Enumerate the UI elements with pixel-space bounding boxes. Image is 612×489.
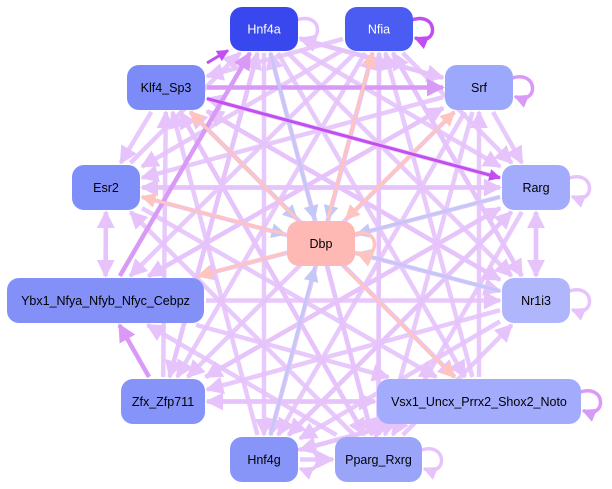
node-box[interactable] <box>230 7 298 51</box>
node-label: Dbp <box>310 237 333 251</box>
node-label: Zfx_Zfp711 <box>132 395 194 409</box>
node-box[interactable] <box>287 221 355 266</box>
node-label: Ybx1_Nfya_Nfyb_Nfyc_Cebpz <box>21 294 190 308</box>
node-rarg[interactable]: Rarg <box>502 165 570 210</box>
node-esr2[interactable]: Esr2 <box>72 165 140 210</box>
node-nr1i3[interactable]: Nr1i3 <box>502 278 570 323</box>
edge-nfia-to-pparg_rxrg <box>369 52 388 437</box>
node-nfia[interactable]: Nfia <box>345 7 413 51</box>
edge-ybx1_nfya_nfyb_nfyc_cebpz-to-hnf4a <box>117 51 252 278</box>
node-label: Nr1i3 <box>521 294 551 308</box>
node-box[interactable] <box>72 165 140 210</box>
edge-nfia-to-zfx_zfp711 <box>175 51 368 379</box>
edge-hnf4g-to-dbp <box>269 266 319 436</box>
self-loop-dbp <box>352 231 377 267</box>
node-box[interactable] <box>502 278 570 323</box>
self-loop-rarg <box>567 175 592 208</box>
edge-klf4_sp3-to-hnf4a <box>206 49 230 65</box>
edge-srf-to-rarg <box>491 110 524 165</box>
node-box[interactable] <box>445 65 513 110</box>
node-hnf4a[interactable]: Hnf4a <box>230 7 298 51</box>
edge-hnf4a-to-vsx1_uncx_prrx2_shox2_noto <box>275 51 467 379</box>
edge-nr1i3-to-dbp <box>355 249 501 293</box>
node-vsx1-uncx-prrx2-shox2-noto[interactable]: Vsx1_Uncx_Prrx2_Shox2_Noto <box>377 379 581 424</box>
node-box[interactable] <box>127 65 205 110</box>
edge-klf4_sp3-to-esr2 <box>118 110 154 165</box>
node-label: Nfia <box>368 23 390 37</box>
edge-pparg_rxrg-to-esr2 <box>128 210 356 437</box>
edge-dbp-to-ybx1_nfya_nfyb_nfyc_cebpz <box>196 251 286 280</box>
edge-zfx_zfp711-to-rarg <box>204 206 502 379</box>
node-label: Vsx1_Uncx_Prrx2_Shox2_Noto <box>391 395 567 409</box>
node-box[interactable] <box>7 278 204 323</box>
node-label: Esr2 <box>93 181 119 195</box>
self-loop-vsx1_uncx_prrx2_shox2_noto <box>578 389 603 422</box>
self-loop-hnf4g <box>295 447 320 480</box>
node-label: Srf <box>471 81 488 95</box>
node-box[interactable] <box>230 437 298 482</box>
node-label: Pparg_Rxrg <box>345 453 412 467</box>
edge-dbp-to-klf4_sp3 <box>189 110 298 221</box>
edge-ybx1_nfya_nfyb_nfyc_cebpz-to-srf <box>147 106 445 278</box>
self-loops-layer <box>295 16 603 480</box>
edge-klf4_sp3-to-nr1i3 <box>205 109 502 282</box>
node-klf4-sp3[interactable]: Klf4_Sp3 <box>127 65 205 110</box>
node-label: Rarg <box>522 181 549 195</box>
node-label: Hnf4a <box>247 23 280 37</box>
node-hnf4g[interactable]: Hnf4g <box>230 437 298 482</box>
edge-zfx_zfp711-to-ybx1_nfya_nfyb_nfyc_cebpz <box>117 323 152 379</box>
node-label: Klf4_Sp3 <box>141 81 192 95</box>
self-loop-nr1i3 <box>567 288 592 321</box>
edge-hnf4a-to-dbp <box>268 52 319 221</box>
node-ybx1-nfya-nfyb-nfyc-cebpz[interactable]: Ybx1_Nfya_Nfyb_Nfyc_Cebpz <box>7 278 204 323</box>
edge-nfia-to-nr1i3 <box>390 51 524 278</box>
node-box[interactable] <box>335 437 422 482</box>
edge-esr2-to-vsx1_uncx_prrx2_shox2_noto <box>140 206 438 379</box>
edge-klf4_sp3-to-pparg_rxrg <box>178 110 367 437</box>
node-box[interactable] <box>377 379 581 424</box>
node-box[interactable] <box>121 379 205 424</box>
self-loop-nfia <box>410 16 435 50</box>
self-loop-pparg_rxrg <box>419 447 444 480</box>
edge-dbp-to-esr2 <box>140 193 286 236</box>
edge-srf-to-hnf4g <box>276 110 467 437</box>
self-loop-srf <box>510 75 535 108</box>
edge-dbp-to-srf <box>344 110 456 221</box>
node-box[interactable] <box>345 7 413 51</box>
node-pparg-rxrg[interactable]: Pparg_Rxrg <box>335 437 422 482</box>
node-dbp[interactable]: Dbp <box>287 221 355 266</box>
node-srf[interactable]: Srf <box>445 65 513 110</box>
edge-rarg-to-dbp <box>355 195 501 238</box>
node-zfx-zfp711[interactable]: Zfx_Zfp711 <box>121 379 205 424</box>
edge-nr1i3-to-zfx_zfp711 <box>205 308 501 395</box>
edge-dbp-to-vsx1_uncx_prrx2_shox2_noto <box>344 266 456 379</box>
self-loop-hnf4a <box>295 16 320 50</box>
node-label: Hnf4g <box>247 453 280 467</box>
edge-pparg_rxrg-to-ybx1_nfya_nfyb_nfyc_cebpz <box>146 323 338 437</box>
node-box[interactable] <box>502 165 570 210</box>
edge-klf4_sp3-to-rarg <box>206 97 502 181</box>
